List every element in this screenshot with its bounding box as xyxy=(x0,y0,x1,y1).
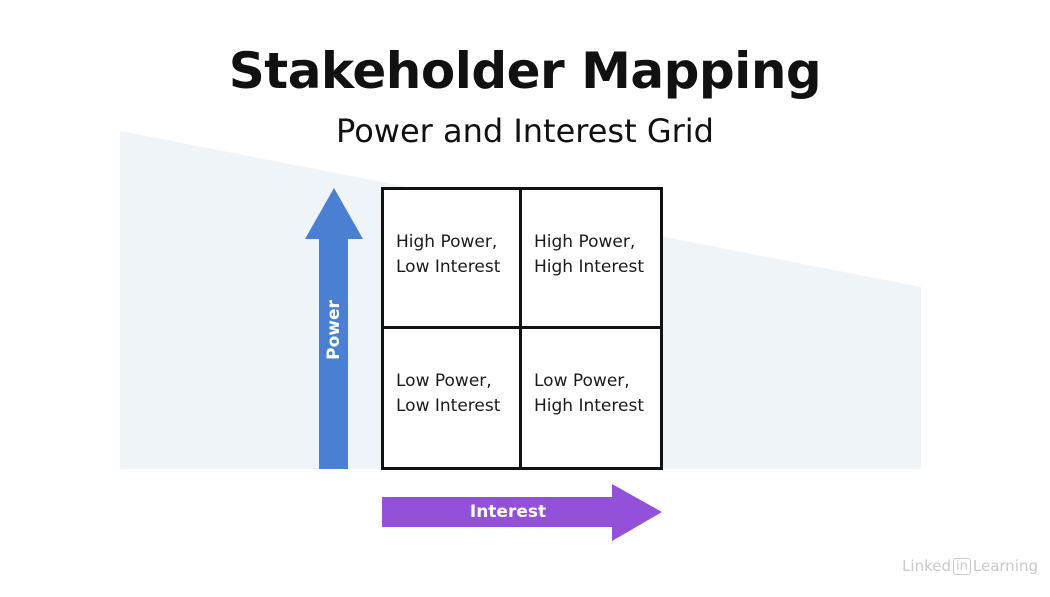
logo-badge: in xyxy=(953,557,971,575)
quadrant-line-2: Low Interest xyxy=(396,257,501,277)
quadrant-line-1: Low Power, xyxy=(396,370,492,391)
quadrant-line-1: High Power, xyxy=(396,232,498,252)
quadrant-low-power-high-interest: Low Power, High Interest xyxy=(522,329,660,468)
interest-axis-label: Interest xyxy=(469,502,547,522)
power-interest-grid: High Power, Low Interest High Power, Hig… xyxy=(381,187,663,470)
quadrant-high-power-low-interest: High Power, Low Interest xyxy=(384,190,522,329)
logo-suffix: Learning xyxy=(972,557,1038,575)
page-title: Stakeholder Mapping xyxy=(228,42,822,100)
quadrant-high-power-high-interest: High Power, High Interest xyxy=(522,190,660,329)
linkedin-learning-logo: Linked in Learning xyxy=(902,557,1038,575)
quadrant-line-2: Low Interest xyxy=(396,395,501,416)
logo-prefix: Linked xyxy=(902,557,952,575)
quadrant-line-2: High Interest xyxy=(534,395,644,416)
quadrant-line-2: High Interest xyxy=(534,257,644,277)
quadrant-low-power-low-interest: Low Power, Low Interest xyxy=(384,328,522,467)
quadrant-line-1: Low Power, xyxy=(534,370,630,391)
page-subtitle: Power and Interest Grid xyxy=(336,112,714,150)
quadrant-line-1: High Power, xyxy=(534,232,636,252)
